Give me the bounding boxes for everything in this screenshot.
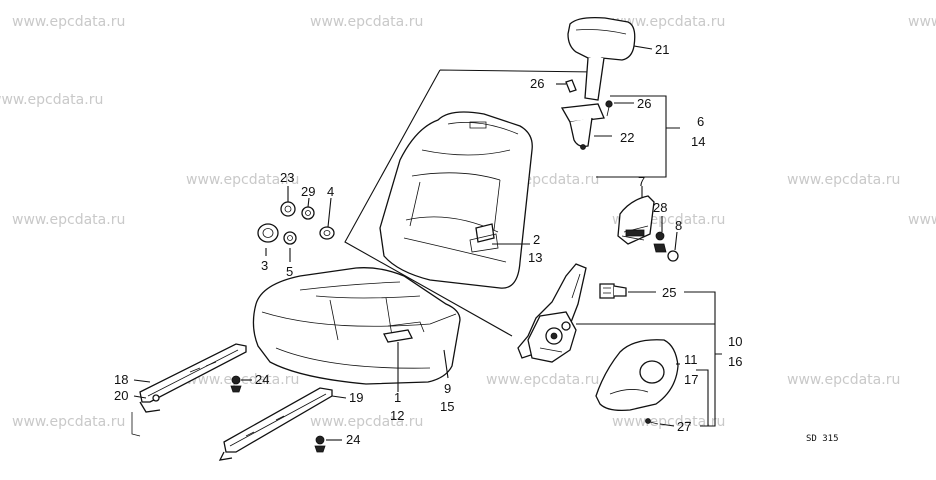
seat-rail-right [218, 387, 333, 461]
callout-26: 26 [530, 76, 544, 91]
screw-27 [645, 418, 659, 425]
watermark: www.epcdata.ru [12, 14, 125, 30]
watermark: www.epcdata.ru [787, 372, 900, 388]
recliner-mechanism [517, 263, 587, 363]
callout-24: 24 [255, 372, 269, 387]
callout-15: 15 [440, 399, 454, 414]
callout-25: 25 [662, 285, 676, 300]
bolt-28 [653, 231, 667, 253]
callout-labels: 21 26 26 6 14 22 7 28 8 2 13 23 29 4 3 5… [114, 42, 839, 447]
callout-3: 3 [261, 258, 268, 273]
knob-8 [667, 250, 679, 262]
callout-9: 9 [444, 381, 451, 396]
callout-12: 12 [390, 408, 404, 423]
callout-8: 8 [675, 218, 682, 233]
callout-29: 29 [301, 184, 315, 199]
callout-28: 28 [653, 200, 667, 215]
drawing-code: SD 315 [806, 434, 839, 444]
callout-5: 5 [286, 264, 293, 279]
bolt-25 [599, 283, 627, 299]
callout-6: 6 [697, 114, 704, 129]
bracket-10-16 [684, 291, 722, 427]
seat-rail-left [131, 343, 247, 437]
callout-11: 11 [684, 352, 698, 367]
callout-10: 10 [728, 334, 742, 349]
callout-7: 7 [638, 174, 645, 189]
bolt-24-lower [314, 435, 326, 453]
leader-9-15 [443, 349, 449, 379]
leader-19 [331, 395, 347, 399]
watermark: www.epcdata.ru [310, 414, 423, 430]
seat-cushion [252, 267, 461, 385]
callout-26: 26 [637, 96, 651, 111]
watermark: www.epcdata.ru [12, 212, 125, 228]
watermark: www.epcdata.ru [186, 172, 299, 188]
side-trim [595, 339, 679, 412]
callout-19: 19 [349, 390, 363, 405]
bolt-24-upper [230, 375, 242, 393]
watermark: www.epcdata.ru [612, 414, 725, 430]
callout-24: 24 [346, 432, 360, 447]
callout-18: 18 [114, 372, 128, 387]
small-hardware [257, 201, 335, 245]
callout-23: 23 [280, 170, 294, 185]
headrest [567, 16, 636, 101]
callout-20: 20 [114, 388, 128, 403]
callout-17: 17 [684, 372, 698, 387]
screw-26-right [605, 100, 613, 108]
callout-27: 27 [677, 419, 691, 434]
watermark: www.epcdata.ru [0, 92, 103, 108]
callout-13: 13 [528, 250, 542, 265]
callout-16: 16 [728, 354, 742, 369]
callout-1: 1 [394, 390, 401, 405]
recliner-cover [617, 195, 655, 245]
watermark: www.epcdata.ru [908, 212, 936, 228]
callout-2: 2 [533, 232, 540, 247]
seat-back-frame-line [344, 69, 597, 337]
watermark: www.epcdata.ru [612, 14, 725, 30]
watermark: www.epcdata.ru [310, 14, 423, 30]
watermark: www.epcdata.ru [787, 172, 900, 188]
leader-27 [659, 423, 675, 427]
leaders-hardware [265, 186, 332, 262]
callout-22: 22 [620, 130, 634, 145]
leader-8 [674, 231, 678, 251]
headrest-guide [560, 103, 605, 150]
leader-21 [633, 45, 653, 50]
clip-26-left [565, 79, 577, 93]
bracket-6-14 [596, 95, 680, 178]
callout-21: 21 [655, 42, 669, 57]
callout-4: 4 [327, 184, 334, 199]
watermark: www.epcdata.ru [12, 414, 125, 430]
callout-14: 14 [691, 134, 705, 149]
watermark: www.epcdata.ru [486, 372, 599, 388]
leaders-18-20 [133, 379, 151, 399]
watermark: www.epcdata.ru [908, 14, 936, 30]
